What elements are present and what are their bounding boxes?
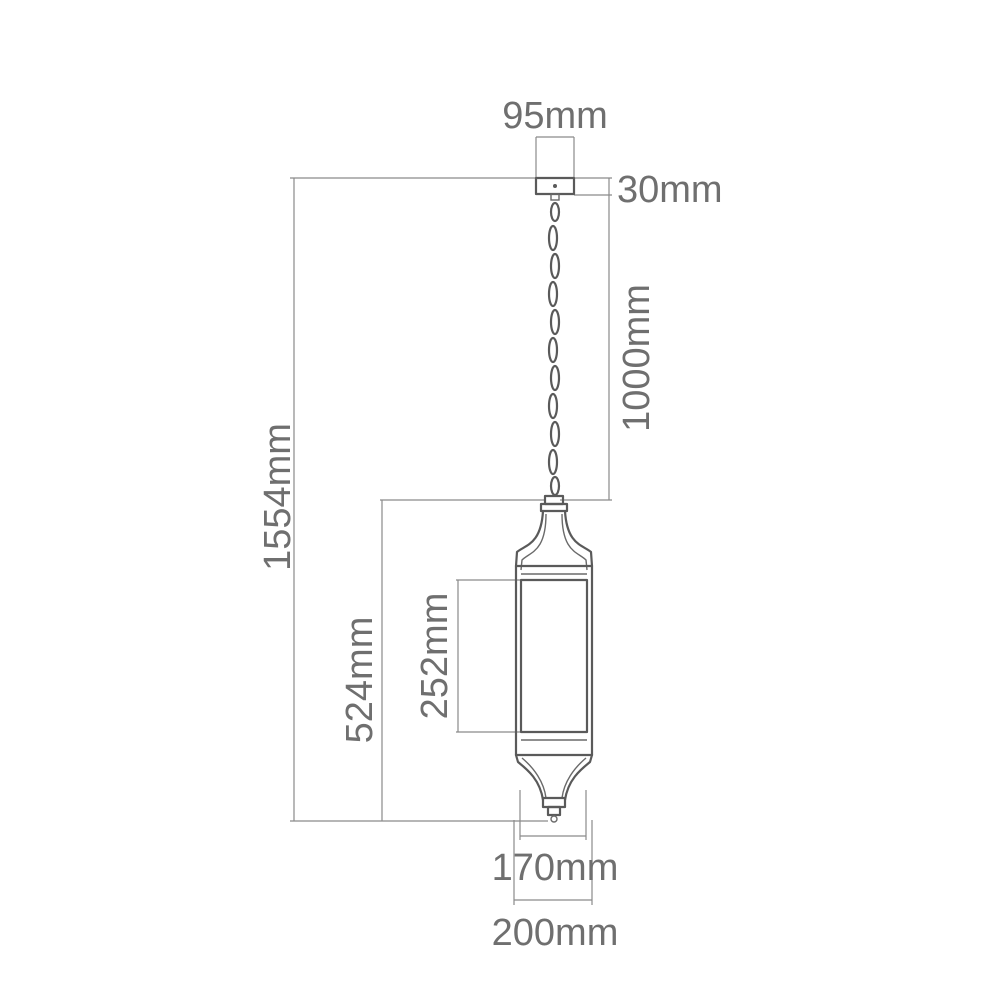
chain-link: [547, 224, 559, 252]
lower-arm-left: [514, 753, 545, 802]
shade-height-label: 252mm: [414, 593, 456, 720]
outer-width-label: 200mm: [492, 912, 619, 954]
chain-link: [547, 336, 559, 364]
chain-link: [549, 201, 561, 223]
canopy-screw: [553, 184, 557, 188]
lantern-body: [514, 494, 594, 823]
bottom-knob: [550, 815, 558, 823]
chain-link: [549, 475, 561, 497]
chain-length-label: 1000mm: [616, 284, 658, 432]
chain-link: [547, 392, 559, 420]
inner-width-label: 170mm: [492, 847, 619, 889]
dimension-lines: [290, 136, 612, 905]
glass-shade: [519, 578, 589, 734]
bottom-cap: [541, 796, 567, 809]
chain-link: [549, 420, 561, 448]
lower-arm-inner-right: [561, 757, 587, 799]
upper-arm-left: [514, 509, 545, 568]
dimension-labels: 95mm 30mm 1000mm 1554mm 524mm 252mm 170m…: [257, 95, 723, 954]
top-cap: [539, 502, 569, 513]
upper-arm-inner-right: [561, 513, 588, 571]
canopy-hook: [550, 193, 560, 201]
overall-height-label: 1554mm: [257, 423, 299, 571]
chain-link: [549, 364, 561, 392]
chain-link: [547, 280, 559, 308]
upper-arm-right: [563, 509, 594, 568]
lower-arm-inner-left: [521, 757, 547, 799]
lower-arm-right: [563, 753, 594, 802]
upper-arm-inner-left: [520, 513, 547, 571]
body-height-label: 524mm: [339, 617, 381, 744]
chain: [547, 201, 561, 497]
canopy-width-label: 95mm: [502, 95, 608, 137]
canopy-height-label: 30mm: [617, 169, 723, 211]
chain-link: [549, 308, 561, 336]
chain-link: [549, 252, 561, 280]
canopy: [534, 176, 576, 201]
chain-link: [547, 448, 559, 476]
bottom-finial: [546, 805, 562, 817]
